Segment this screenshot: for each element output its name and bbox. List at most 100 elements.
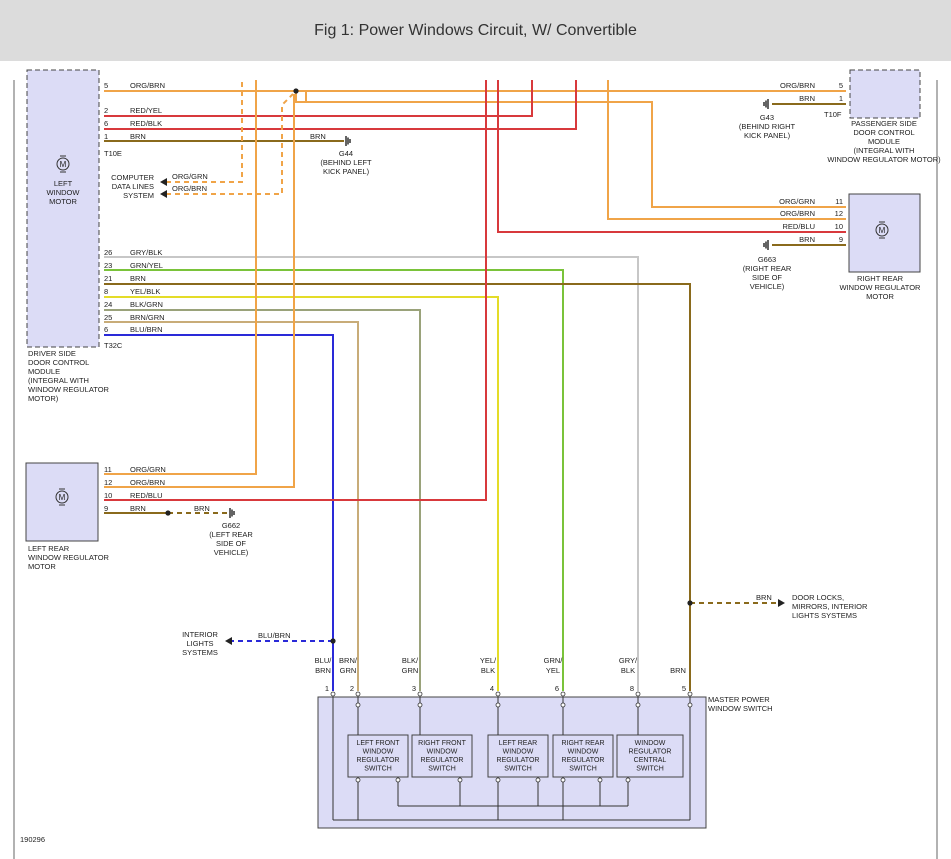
splice-dot xyxy=(293,88,299,94)
wire-color-label: BLU/ xyxy=(315,656,333,665)
left-rear-motor-label: MOTOR xyxy=(28,562,56,571)
switch-pin-terminal xyxy=(495,702,501,708)
pin-number: 6 xyxy=(104,119,108,128)
left-window-motor-label: WINDOW xyxy=(47,188,81,197)
regulator-switch-label: REGULATOR xyxy=(421,757,464,764)
wire-color-label: BRN/GRN xyxy=(130,313,165,322)
title-bar xyxy=(0,0,951,61)
wire-red-blk xyxy=(104,80,577,130)
motor-icon xyxy=(56,157,70,171)
regulator-switch-box xyxy=(487,734,549,778)
switch-pin-terminal xyxy=(495,777,501,783)
wire-color-label: BRN xyxy=(756,593,772,602)
regulator-switch-label: WINDOW xyxy=(503,749,534,756)
wire-color-label: ORG/GRN xyxy=(172,172,208,181)
regulator-switch-label: SWITCH xyxy=(504,766,532,773)
switch-pin-terminal xyxy=(355,777,361,783)
master-pin-terminal xyxy=(417,691,423,697)
regulator-switch-label: REGULATOR xyxy=(357,757,400,764)
splice-dot xyxy=(330,638,336,644)
wire-color-label: BLU/BRN xyxy=(258,631,291,640)
wire-org-brn-data xyxy=(166,93,294,195)
regulator-switch-label: SWITCH xyxy=(428,766,456,773)
ground-g663-label: VEHICLE) xyxy=(750,282,785,291)
wire-color-label: BLU/BRN xyxy=(130,325,163,334)
right-rear-motor-label: MOTOR xyxy=(866,292,894,301)
wire-blu-brn xyxy=(104,334,334,691)
ground-g44-label: KICK PANEL) xyxy=(323,167,370,176)
wire-org-brn-t10e-5 xyxy=(104,90,846,208)
pin-number: 12 xyxy=(104,478,112,487)
wire-org-brn-rr-12 xyxy=(607,80,846,220)
pin-number: 24 xyxy=(104,300,112,309)
regulator-switch-label: WINDOW xyxy=(568,749,599,756)
passenger-module-label: PASSENGER SIDE xyxy=(851,119,917,128)
wire-color-label: YEL/ xyxy=(480,656,497,665)
motor-icon-letter: M xyxy=(60,160,67,169)
wire-color-label: ORG/GRN xyxy=(779,197,815,206)
ground-g662-label: VEHICLE) xyxy=(214,548,249,557)
pin-number: 10 xyxy=(835,222,843,231)
regulator-switch-label: REGULATOR xyxy=(562,757,605,764)
regulator-switch-label: CENTRAL xyxy=(634,757,667,764)
motor-icon-letter: M xyxy=(879,226,886,235)
wire-color-label: BRN xyxy=(194,504,210,513)
driver-module-label: MOTOR) xyxy=(28,394,59,403)
master-pin-terminal xyxy=(635,691,641,697)
pin-number: 5 xyxy=(682,684,686,693)
right-rear-motor-label: WINDOW REGULATOR xyxy=(840,283,922,292)
regulator-switch-label: SWITCH xyxy=(569,766,597,773)
wire-color-label: GRN xyxy=(402,666,419,675)
pin-number: 1 xyxy=(104,132,108,141)
door-locks-label: MIRRORS, INTERIOR xyxy=(792,602,868,611)
pin-number: 4 xyxy=(490,684,494,693)
motor-icon xyxy=(55,490,69,504)
regulator-switch-label: RIGHT REAR xyxy=(561,740,604,747)
pin-number: 11 xyxy=(835,197,843,206)
regulator-switch-label: WINDOW xyxy=(427,749,458,756)
passenger-module-label: (INTEGRAL WITH xyxy=(854,146,915,155)
interior-lights-label: SYSTEMS xyxy=(182,648,218,657)
interior-lights-label: LIGHTS xyxy=(186,639,213,648)
ground-g43-label: G43 xyxy=(760,113,774,122)
regulator-switch-label: SWITCH xyxy=(636,766,664,773)
wire-red-yel xyxy=(104,80,533,117)
pin-number: 5 xyxy=(104,81,108,90)
arrow-right-icon xyxy=(778,599,785,607)
ground-g663-label: SIDE OF xyxy=(752,273,782,282)
ground-icon-g44 xyxy=(345,136,351,146)
master-pin-terminal xyxy=(495,691,501,697)
page-title: Fig 1: Power Windows Circuit, W/ Convert… xyxy=(314,22,637,39)
regulator-switch-label: REGULATOR xyxy=(629,749,672,756)
wire-color-label: BRN xyxy=(130,132,146,141)
switch-pin-terminal xyxy=(395,777,401,783)
regulator-switch-label: SWITCH xyxy=(364,766,392,773)
computer-data-label: COMPUTER xyxy=(111,173,155,182)
passenger-module-label: DOOR CONTROL xyxy=(853,128,914,137)
ground-g663-label: G663 xyxy=(758,255,776,264)
left-rear-motor-label: LEFT REAR xyxy=(28,544,70,553)
wire-color-label: BLK/GRN xyxy=(130,300,163,309)
ground-g662-label: SIDE OF xyxy=(216,539,246,548)
wire-color-label: BRN/ xyxy=(339,656,358,665)
regulator-switch-label: LEFT FRONT xyxy=(356,740,400,747)
pin-number: 6 xyxy=(555,684,559,693)
wire-color-label: RED/BLU xyxy=(782,222,815,231)
wire-blk-grn xyxy=(104,309,421,691)
computer-data-label: DATA LINES xyxy=(112,182,154,191)
wire-brn-grn xyxy=(104,321,359,691)
wire-org-grn-lr xyxy=(104,80,257,475)
master-pin-terminal xyxy=(560,691,566,697)
master-switch-label: WINDOW SWITCH xyxy=(708,704,773,713)
driver-module-label: DRIVER SIDE xyxy=(28,349,76,358)
wire-red-blu-lr xyxy=(104,80,487,501)
pin-number: 2 xyxy=(104,106,108,115)
wire-red-blu-rr xyxy=(497,80,846,233)
motor-icon-letter: M xyxy=(59,493,66,502)
pin-number: 21 xyxy=(104,274,112,283)
wire-color-label: ORG/BRN xyxy=(130,81,165,90)
pin-number: 11 xyxy=(104,465,112,474)
wire-color-label: BRN xyxy=(799,235,815,244)
pin-number: 9 xyxy=(839,235,843,244)
wire-org-brn-lr xyxy=(104,94,295,488)
